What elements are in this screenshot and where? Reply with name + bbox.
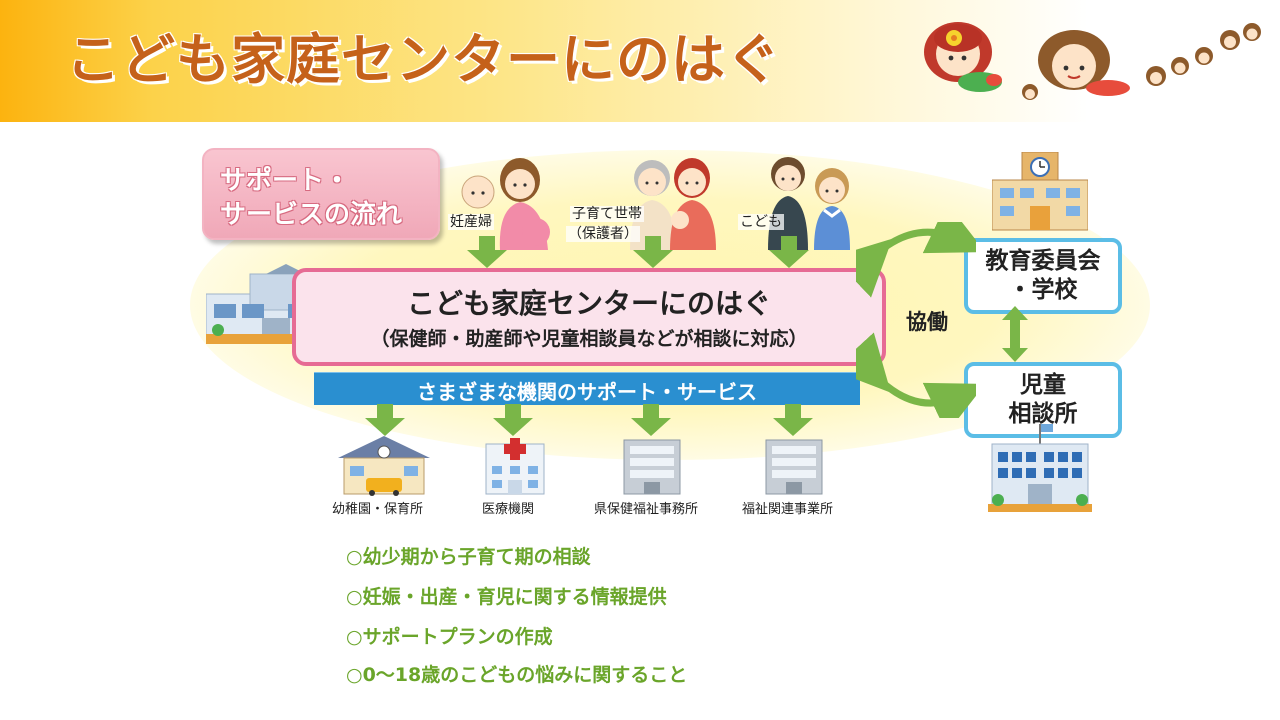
child-center-line1: 児童 [1020,372,1066,398]
collaboration-label: 協働 [906,310,948,334]
girl-child-icon [814,168,850,250]
vertical-double-arrow-icon [1002,306,1028,362]
center-subtitle: （保健師・助産師や児童相談員などが相談に対応） [370,328,808,350]
arrow-down-icon [769,236,809,268]
center-title: こども家庭センターにのはぐ [406,287,771,320]
mother-with-baby-icon [670,158,716,250]
collaboration-arrows-icon [856,222,976,418]
person-label-family: 子育て世帯 [570,206,644,222]
facility-label-kindergarten: 幼稚園・保育所 [332,502,424,517]
bullet-item: ○妊娠・出産・育児に関する情報提供 [346,586,667,608]
facility-label-health-office: 県保健福祉事務所 [594,502,699,517]
support-services-label: さまざまな機関のサポート・サービス [417,380,757,404]
board-line1: 教育委員会 [985,248,1101,274]
arrow-down-icon [631,404,671,436]
arrow-down-icon [467,236,507,268]
flow-label-box: サポート・ サービスの流れ [202,148,440,240]
facility-label-welfare: 福祉関連事業所 [742,502,834,517]
arrow-down-icon [493,404,533,436]
person-label-family-sub: （保護者） [566,226,640,242]
arrow-down-icon [365,404,405,436]
board-line2: ・学校 [1008,277,1078,303]
office-building-icon [765,439,823,495]
people-illustrations [461,157,850,250]
baby-icon [461,175,495,209]
flow-label-line2: サービスの流れ [220,200,403,230]
facility-label-medical: 医療機関 [482,502,535,517]
board-of-education-box: 教育委員会 ・学校 [964,238,1122,314]
bullet-item: ○サポートプランの作成 [346,626,553,648]
bullet-item: ○幼少期から子育て期の相談 [346,546,591,568]
person-label-children: こども [738,214,784,230]
school-building-icon [992,152,1088,231]
boy-child-icon [768,157,808,250]
pregnant-woman-icon [499,158,550,250]
boy-character-icon [1038,30,1130,96]
kindergarten-building-icon [338,436,430,496]
hospital-building-icon [485,438,545,495]
office-building-icon [623,439,681,495]
government-building-icon [988,424,1092,512]
arrow-down-icon [633,236,673,268]
arrow-down-icon [773,404,813,436]
flow-label-line1: サポート・ [220,166,351,196]
child-center-line2: 相談所 [1008,401,1078,427]
bullet-item: ○0～18歳のこどもの悩みに関すること [346,664,688,686]
page-title: こども家庭センターにのはぐ [66,28,781,91]
small-children-icons [1022,23,1261,100]
girl-character-icon [924,22,1002,92]
grandparent-icon [630,160,676,250]
support-services-bar: さまざまな機関のサポート・サービス [314,372,860,405]
flying-children-illustration [924,22,1261,100]
center-service-box: こども家庭センターにのはぐ （保健師・助産師や児童相談員などが相談に対応） [292,268,886,366]
person-label-pregnant: 妊産婦 [448,214,494,230]
